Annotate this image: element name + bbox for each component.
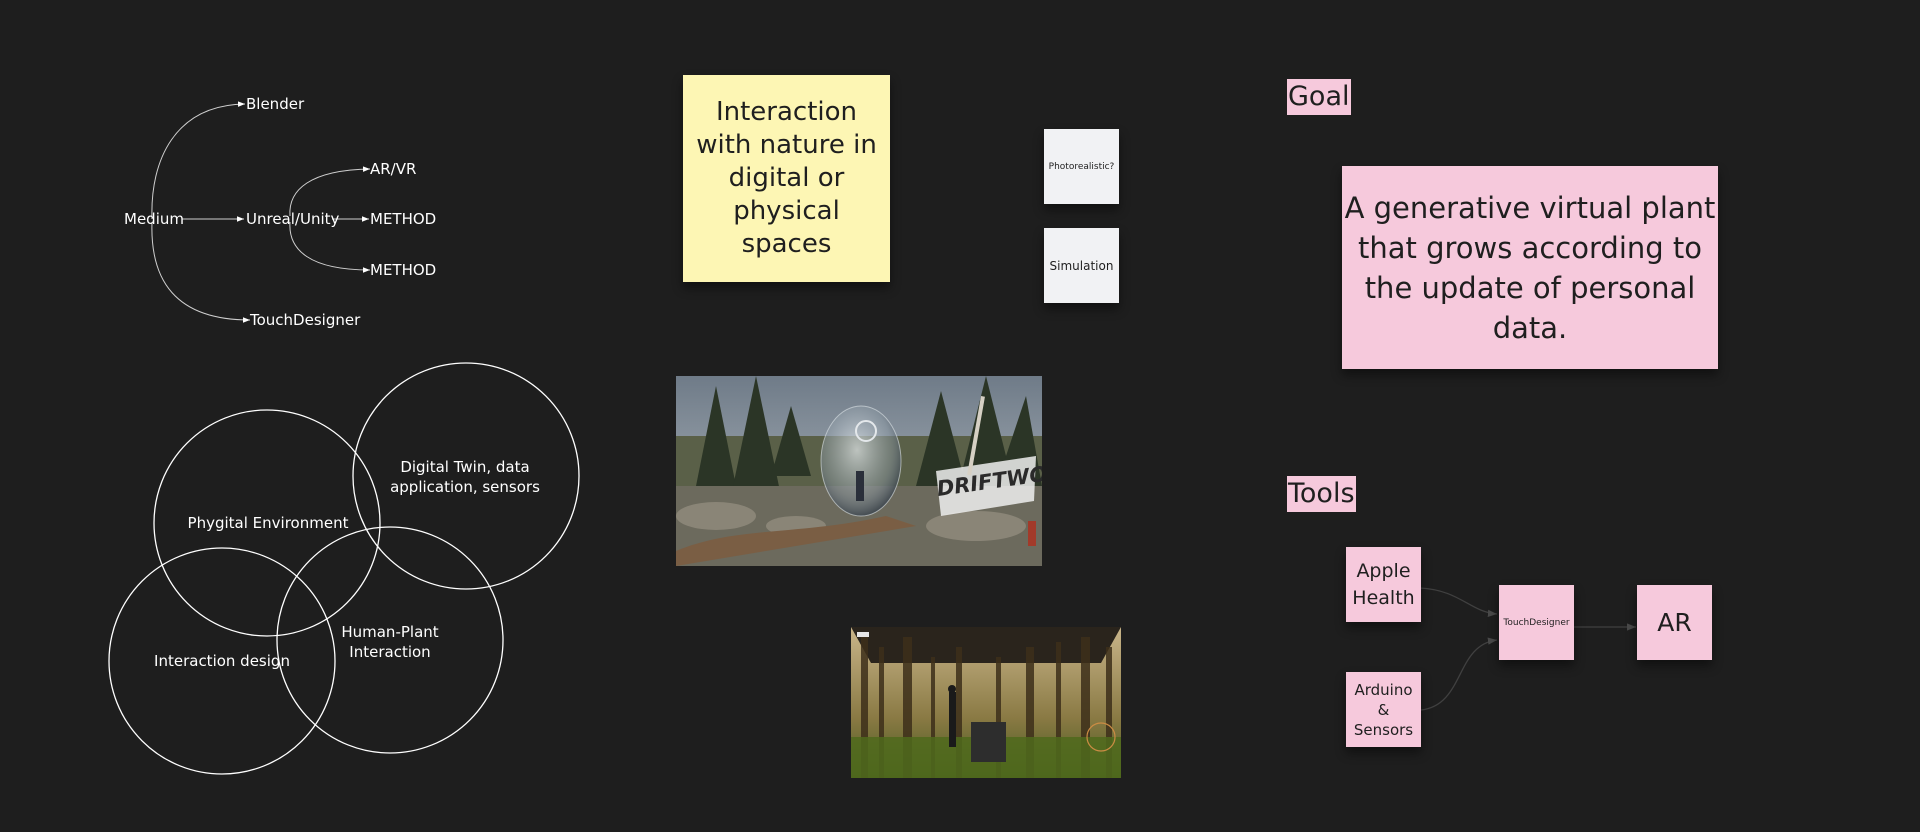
arduino-line-2: & [1377,700,1390,719]
driftwood-game-screenshot[interactable]: DRIFTWOOD [676,376,1042,566]
sticky-photorealistic-text: Photorealistic? [1048,161,1115,172]
tools-tag[interactable]: Tools [1287,476,1356,512]
sticky-note-apple-health[interactable]: Apple Health [1346,547,1421,622]
venn-label-interaction-design[interactable]: Interaction design [154,651,290,671]
mindmap-node-method-2[interactable]: METHOD [370,261,437,279]
venn-label-phygital-text: Phygital Environment [187,514,349,532]
venn-label-phygital[interactable]: Phygital Environment [188,513,349,533]
tools-tag-text: Tools [1288,478,1355,509]
driftwood-image: DRIFTWOOD [676,376,1042,566]
sticky-note-interaction-nature[interactable]: Interaction with nature in digital or ph… [683,75,890,282]
venn-circle-digital-twin [352,362,580,590]
venn-label-digital-twin-line1: Digital Twin, data [400,458,530,476]
venn-diagram [108,362,580,775]
sticky-line-3: digital or [728,163,845,193]
sticky-note-simulation[interactable]: Simulation [1044,228,1119,303]
venn-circle-interaction-design [108,547,336,775]
venn-label-human-plant[interactable]: Human-Plant Interaction [341,622,438,662]
arduino-line-1: Arduino [1354,680,1413,699]
venn-label-human-plant-line2: Interaction [349,643,431,661]
mindmap-node-method-1[interactable]: METHOD [370,210,437,228]
ar-text: AR [1657,608,1692,637]
sticky-simulation-text: Simulation [1049,258,1114,273]
venn-label-interaction-design-text: Interaction design [154,652,290,670]
arduino-sensors-text: Arduino & Sensors [1354,680,1413,740]
mindmap-node-arvr[interactable]: AR/VR [370,160,417,178]
venn-circle-human-plant [276,526,504,754]
goal-tag[interactable]: Goal [1287,79,1351,115]
apple-health-line-1: Apple [1356,559,1411,582]
apple-health-line-2: Health [1352,586,1415,609]
venn-label-digital-twin[interactable]: Digital Twin, data application, sensors [390,457,540,497]
sticky-note-ar[interactable]: AR [1637,585,1712,660]
connector-apple-touchdesigner [1419,587,1498,617]
goal-tag-text: Goal [1288,81,1350,112]
sticky-note-photorealistic[interactable]: Photorealistic? [1044,129,1119,204]
goal-text: A generative virtual plant that grows ac… [1345,188,1716,348]
connector-medium-blender [151,101,246,220]
goal-line-2: that grows according to [1358,230,1702,265]
mindmap-root-medium[interactable]: Medium [124,210,184,228]
forest-room-image [851,627,1121,778]
venn-label-human-plant-line1: Human-Plant [341,623,439,641]
goal-line-3: the update of personal [1364,270,1696,305]
connector-unreal-arvr [289,166,371,217]
apple-health-text: Apple Health [1352,558,1414,612]
venn-label-digital-twin-line2: application, sensors [390,478,540,496]
sticky-note-touchdesigner[interactable]: TouchDesigner [1499,585,1574,660]
sticky-line-5: spaces [741,229,832,259]
touchdesigner-text: TouchDesigner [1503,617,1570,628]
tools-connectors [1419,587,1636,711]
connector-arduino-touchdesigner [1420,637,1498,711]
mindmap-node-unreal-unity[interactable]: Unreal/Unity [246,210,340,228]
sticky-note-text: Interaction with nature in digital or ph… [696,96,877,261]
mindmap-connectors [151,101,371,323]
sticky-line-1: Interaction [715,97,858,127]
sticky-note-arduino-sensors[interactable]: Arduino & Sensors [1346,672,1421,747]
goal-line-1: A generative virtual plant [1344,190,1716,225]
venn-circle-phygital [153,409,381,637]
sticky-line-2: with nature in [696,130,877,160]
mindmap-node-blender[interactable]: Blender [246,95,305,113]
connector-unreal-method2 [289,221,371,273]
forest-projection-room-photo[interactable] [851,627,1121,778]
arduino-line-3: Sensors [1353,720,1414,739]
mindmap-node-touchdesigner[interactable]: TouchDesigner [250,311,361,329]
goal-line-4: data. [1492,310,1568,345]
connector-medium-touchdesigner [151,221,251,323]
sticky-line-4: physical [733,196,840,226]
sticky-note-goal[interactable]: A generative virtual plant that grows ac… [1342,166,1718,369]
